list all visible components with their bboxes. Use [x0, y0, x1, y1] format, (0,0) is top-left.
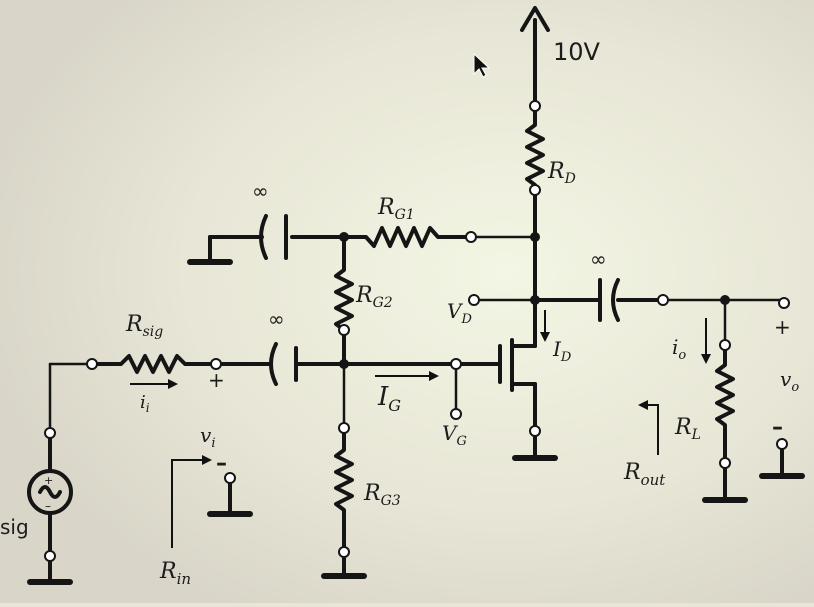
ig-label: IG	[377, 382, 401, 415]
source-plus-sign: +	[44, 474, 53, 487]
supply-arrow	[520, 6, 550, 32]
junction-dot	[720, 295, 730, 305]
rl-resistor	[715, 347, 735, 462]
id-label: ID	[552, 337, 572, 365]
vi-plus-sign: +	[208, 368, 225, 392]
rg3-resistor	[334, 430, 354, 550]
terminal	[210, 358, 222, 370]
mouse-cursor-icon	[473, 52, 491, 78]
vg-label: VG	[442, 421, 467, 449]
rg3-label: RG3	[363, 481, 401, 509]
rsig-resistor	[94, 354, 222, 374]
terminal	[529, 425, 541, 437]
sine-icon	[38, 485, 62, 499]
input-cap-label: ∞	[268, 307, 285, 331]
vo-minus-sign: –	[772, 415, 783, 440]
terminal	[529, 184, 541, 196]
vd-terminal	[468, 294, 480, 306]
terminal	[86, 358, 98, 370]
terminal	[450, 358, 462, 370]
junction-dot	[530, 232, 540, 242]
supply-label: 10V	[553, 38, 601, 66]
top-cap-label: ∞	[252, 179, 269, 203]
terminal	[719, 457, 731, 469]
terminal	[44, 427, 56, 439]
junction-dot	[339, 359, 349, 369]
vo-plus-sign: +	[774, 315, 791, 339]
source-minus-sign: –	[45, 499, 51, 513]
junction-dot	[339, 232, 349, 242]
rd-label: RD	[547, 159, 576, 187]
rg1-resistor	[342, 226, 470, 248]
terminal	[529, 100, 541, 112]
rg2-label: RG2	[355, 283, 393, 311]
io-label: io	[672, 335, 686, 363]
terminal	[338, 324, 350, 336]
rl-label: RL	[674, 415, 701, 443]
terminal	[338, 422, 350, 434]
rg1-label: RG1	[377, 195, 415, 223]
output-cap-curved-plate	[611, 278, 620, 322]
rout-arrow	[638, 400, 659, 455]
vi-minus-sign: –	[216, 451, 227, 476]
rd-resistor	[525, 108, 545, 235]
vo-plus-terminal	[778, 297, 790, 309]
rsig-label: Rsig	[125, 312, 163, 340]
rin-label: Rin	[159, 559, 191, 588]
vi-label: vi	[200, 423, 215, 451]
vi-terminal	[224, 472, 236, 484]
rg2-resistor	[334, 235, 354, 366]
output-cap-label: ∞	[590, 247, 607, 271]
rout-label: Rout	[623, 460, 666, 489]
junction-dot	[530, 295, 540, 305]
terminal	[657, 294, 669, 306]
vg-terminal	[450, 408, 462, 420]
ii-label: ii	[140, 392, 150, 415]
source-label: sig	[0, 515, 29, 539]
vo-label: vo	[780, 367, 799, 395]
terminal	[719, 339, 731, 351]
vd-label: VD	[447, 299, 472, 327]
terminal	[465, 231, 477, 243]
vo-minus-terminal	[776, 438, 788, 450]
rin-arrow	[171, 455, 212, 548]
terminal	[338, 546, 350, 558]
terminal	[44, 550, 56, 562]
